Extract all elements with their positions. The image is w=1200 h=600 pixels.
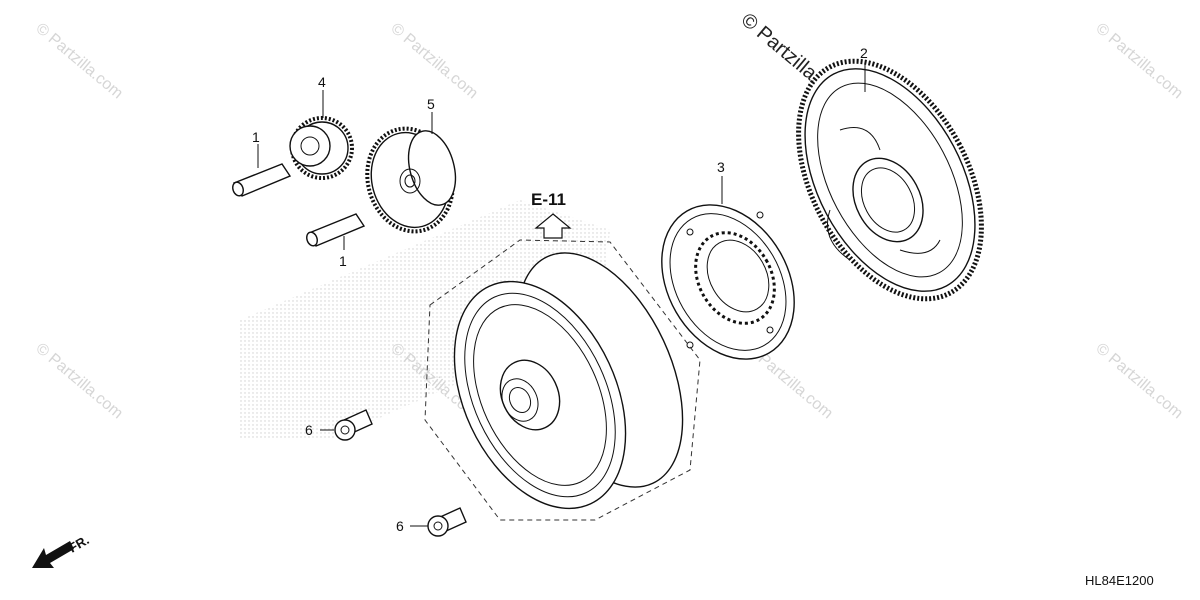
starter-driven-gear xyxy=(796,58,984,302)
callout-pin-upper: 1 xyxy=(252,129,260,145)
bolt-upper xyxy=(334,409,373,441)
watermark: © Partzilla.com xyxy=(32,20,126,102)
callout-bolt-upper: 6 xyxy=(305,422,313,438)
leader-lines xyxy=(257,62,866,527)
one-way-clutch xyxy=(661,204,795,360)
section-reference: E-11 xyxy=(531,190,572,239)
idle-gear-large xyxy=(365,126,457,234)
front-arrow-icon xyxy=(32,541,74,568)
watermark: © Partzilla.com xyxy=(32,340,126,422)
callout-pin-lower: 1 xyxy=(339,253,347,269)
pin-upper xyxy=(232,163,292,197)
watermark: © Partzilla.com xyxy=(1092,340,1186,422)
diagram-code: HL84E1200 xyxy=(1085,573,1154,588)
callout-starter-driven-gear: 2 xyxy=(860,45,868,61)
front-indicator: FR. xyxy=(32,532,92,568)
callout-bolt-lower: 6 xyxy=(396,518,404,534)
watermark: © Partzilla.com xyxy=(387,20,481,102)
front-label: FR. xyxy=(66,532,92,555)
watermark: © Partzilla.com xyxy=(1092,20,1186,102)
up-arrow-icon xyxy=(534,213,572,239)
callout-idle-gear-large: 5 xyxy=(427,96,435,112)
callout-one-way-clutch: 3 xyxy=(717,159,725,175)
idle-gear-small xyxy=(289,116,354,180)
bolt-lower xyxy=(427,507,467,537)
callout-idle-gear-small: 4 xyxy=(318,74,326,90)
section-ref-label: E-11 xyxy=(531,190,566,209)
pin-lower xyxy=(306,213,366,247)
background-emblem xyxy=(240,200,610,440)
flywheel-rotor xyxy=(424,239,701,521)
